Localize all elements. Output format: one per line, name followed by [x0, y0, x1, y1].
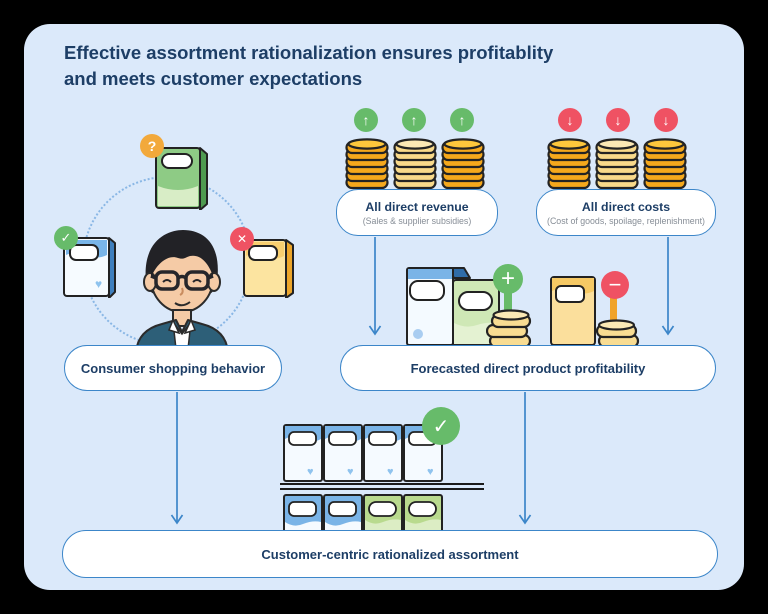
- plus-stick: [504, 288, 512, 330]
- coin-stack: [595, 138, 639, 190]
- shelf-product: ♥: [323, 424, 363, 482]
- heart-icon: ♥: [307, 466, 314, 478]
- check-icon: ✓: [422, 407, 460, 445]
- yellow-loss-box: [550, 276, 596, 346]
- page-title: Effective assortment rationalization ens…: [64, 42, 554, 89]
- flow-arrows: [170, 237, 675, 525]
- plus-icon: +: [493, 264, 523, 294]
- arrow-up-icon: ↑: [450, 108, 474, 132]
- shelf-divider: [280, 483, 484, 490]
- arrow-up-icon: ↑: [354, 108, 378, 132]
- coin-stack: [393, 138, 437, 190]
- outcome-label: Customer-centric rationalized assortment: [62, 530, 718, 578]
- shelf-product: ♥: [363, 424, 403, 482]
- arrow-up-icon: ↑: [402, 108, 426, 132]
- coin-stack: [441, 138, 485, 190]
- cross-icon: ✕: [230, 227, 254, 251]
- heart-icon: ♥: [95, 277, 102, 291]
- arrow-down-icon: ↓: [558, 108, 582, 132]
- costs-label: All direct costs (Cost of goods, spoilag…: [536, 189, 716, 236]
- yellow-product-box: [243, 239, 294, 298]
- coin-stack: [547, 138, 591, 190]
- arrow-down-icon: ↓: [606, 108, 630, 132]
- open-blue-box: [406, 267, 471, 346]
- diagram-canvas: Effective assortment rationalization ens…: [24, 24, 744, 590]
- minus-stick: [610, 290, 617, 322]
- question-icon: ?: [140, 134, 164, 158]
- blue-product-box: ♥: [63, 237, 116, 298]
- forecast-label: Forecasted direct product profitability: [340, 345, 716, 391]
- heart-icon: ♥: [347, 466, 354, 478]
- coin-pile: [596, 319, 640, 348]
- check-icon: ✓: [54, 226, 78, 250]
- shopper-illustration: [135, 230, 229, 352]
- coin-stack: [345, 138, 389, 190]
- revenue-label: All direct revenue (Sales & supplier sub…: [336, 189, 498, 236]
- green-product-box: [155, 147, 208, 210]
- coin-stack: [643, 138, 687, 190]
- heart-icon: ♥: [387, 466, 394, 478]
- minus-icon: −: [601, 271, 629, 299]
- heart-icon: ♥: [427, 466, 434, 478]
- arrow-down-icon: ↓: [654, 108, 678, 132]
- coin-pile: [486, 309, 532, 348]
- shelf-product: ♥: [283, 424, 323, 482]
- consumer-behavior-label: Consumer shopping behavior: [64, 345, 282, 391]
